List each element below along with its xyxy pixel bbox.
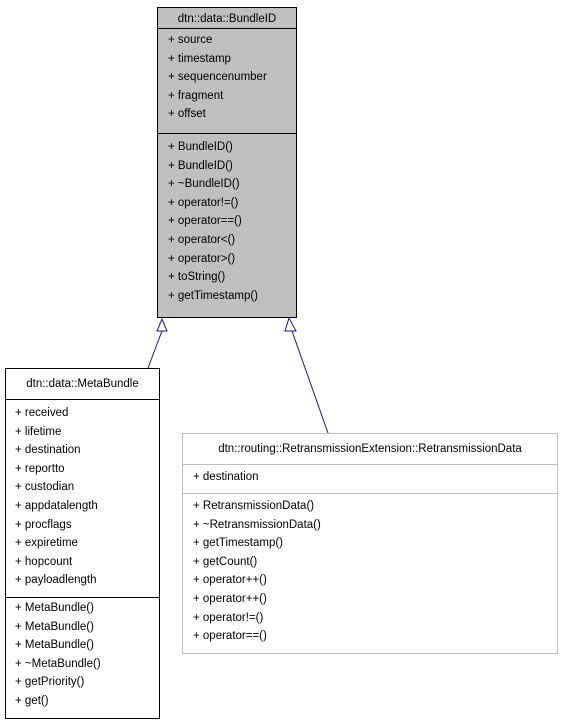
operation-item: + MetaBundle() [15, 602, 94, 614]
attribute-list: + received + lifetime + destination + repor… [6, 399, 159, 597]
operation-list: + MetaBundle() + MetaBundle() + MetaBundle… [6, 597, 159, 711]
edge-meta-to-base [147, 330, 163, 369]
operation-item: + get() [15, 694, 49, 707]
attribute-item: + hopcount [15, 555, 73, 568]
operation-item: + ~MetaBundle() [15, 657, 101, 670]
class-metabundle[interactable]: dtn::data::MetaBundle + received+ lifeti… [5, 368, 160, 719]
operation-list: + BundleID() + BundleID() + ~BundleID() + o… [158, 133, 296, 305]
attribute-item: + reportto [15, 462, 65, 475]
operation-item: + operator==() [193, 630, 267, 643]
operation-item: + BundleID() [168, 141, 233, 153]
operation-item: + getCount() [193, 555, 258, 568]
operation-item: + operator>() [168, 252, 236, 265]
class-bundleid[interactable]: dtn::data::BundleID + source+ timestamp+… [157, 7, 297, 318]
attribute-item: + offset [168, 108, 206, 121]
operation-item: + operator==() [168, 215, 242, 228]
attribute-item: + lifetime [15, 425, 62, 438]
attribute-item: + payloadlength [15, 574, 97, 587]
class-title: dtn::data::BundleID [177, 13, 277, 25]
arrowhead-retx [284, 316, 297, 332]
attribute-item: + source [168, 34, 213, 46]
attribute-item: + destination [193, 471, 259, 483]
attribute-item: + received [15, 407, 69, 419]
attribute-list: + destination [183, 464, 557, 493]
operation-item: + ~RetransmissionData() [193, 518, 321, 531]
operation-item: + BundleID() [168, 159, 233, 172]
operation-item: + operator<() [168, 233, 236, 246]
operation-item: + ~BundleID() [168, 178, 240, 191]
attribute-item: + sequencenumber [168, 71, 267, 84]
attribute-item: + procflags [15, 518, 72, 531]
operation-item: + operator!=() [168, 196, 239, 209]
attribute-item: + destination [15, 444, 81, 457]
operation-item: + MetaBundle() [15, 620, 94, 633]
arrowhead-meta [156, 317, 168, 332]
operation-item: + getTimestamp() [168, 289, 259, 302]
class-title: dtn::routing::RetransmissionExtension::R… [218, 443, 522, 455]
operation-item: + getTimestamp() [193, 537, 284, 550]
operation-list: + RetransmissionData() + ~RetransmissionD… [183, 493, 557, 646]
operation-item: + RetransmissionData() [193, 500, 315, 512]
attribute-item: + custodian [15, 481, 75, 494]
operation-item: + getPriority() [15, 676, 85, 689]
operation-item: + toString() [168, 271, 226, 284]
operation-item: + operator!=() [193, 611, 264, 624]
attribute-item: + expiretime [15, 537, 78, 550]
operation-item: + MetaBundle() [15, 639, 94, 652]
class-title: dtn::data::MetaBundle [26, 378, 139, 390]
attribute-list: + source + timestamp + sequencenumber + fra… [158, 28, 296, 133]
operation-item: + operator++() [193, 574, 267, 587]
attribute-item: + fragment [168, 89, 224, 102]
edge-retx-to-base [291, 330, 329, 434]
attribute-item: + appdatalength [15, 499, 98, 512]
class-retransmissiondata[interactable]: dtn::routing::RetransmissionExtension::R… [182, 433, 558, 654]
operation-item: + operator++() [193, 592, 267, 605]
attribute-item: + timestamp [168, 52, 231, 65]
